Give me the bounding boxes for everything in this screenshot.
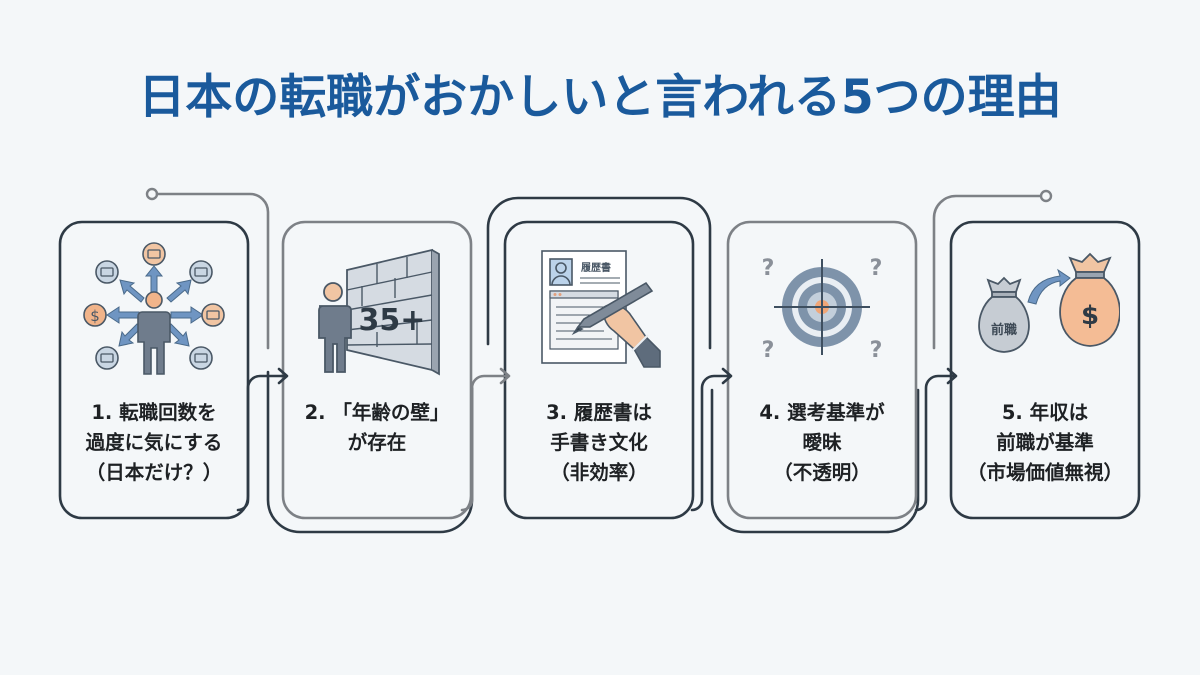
step-label: 2. 「年齢の壁」 が存在 (304, 401, 450, 454)
money-bags-icon: 前職 $ (951, 240, 1139, 380)
step-card-4: ? ? ? ? 4. 選考基準が 曖昧 （不透明） (728, 222, 916, 518)
svg-text:?: ? (762, 256, 775, 281)
step-card-1: $ 1. 転職回数を 過度に気にする （日本だけ？） (60, 222, 248, 518)
svg-text:前職: 前職 (991, 322, 1017, 338)
step-card-3: 履歴書 3. 履歴書は 手書き文化 （非効率） (505, 222, 693, 518)
svg-text:$: $ (90, 307, 100, 325)
target-with-question-marks-icon: ? ? ? ? (728, 240, 916, 380)
page-title: 日本の転職がおかしいと言われる5つの理由 (138, 70, 1062, 125)
step-label: 5. 年収は 前職が基準 （市場価値無視） (966, 401, 1123, 484)
svg-text:?: ? (870, 338, 883, 363)
svg-text:履歴書: 履歴書 (580, 261, 611, 274)
step-card-2: 35+ 2. 「年齢の壁」 が存在 (283, 222, 471, 518)
step-card-5: 前職 $ 5. 年収は 前職が基準 （市場価値無視） (951, 222, 1139, 518)
svg-text:35+: 35+ (359, 303, 426, 338)
step-label: 3. 履歴書は 手書き文化 （非効率） (546, 401, 652, 484)
svg-text:?: ? (762, 338, 775, 363)
person-with-job-arrows-icon: $ (60, 240, 248, 380)
step-label: 4. 選考基準が 曖昧 （不透明） (759, 401, 885, 484)
handwritten-resume-icon: 履歴書 (505, 240, 693, 380)
svg-text:$: $ (1081, 301, 1099, 331)
step-label: 1. 転職回数を 過度に気にする （日本だけ？） (85, 401, 223, 484)
svg-text:?: ? (870, 256, 883, 281)
person-facing-wall-icon: 35+ (283, 240, 471, 380)
